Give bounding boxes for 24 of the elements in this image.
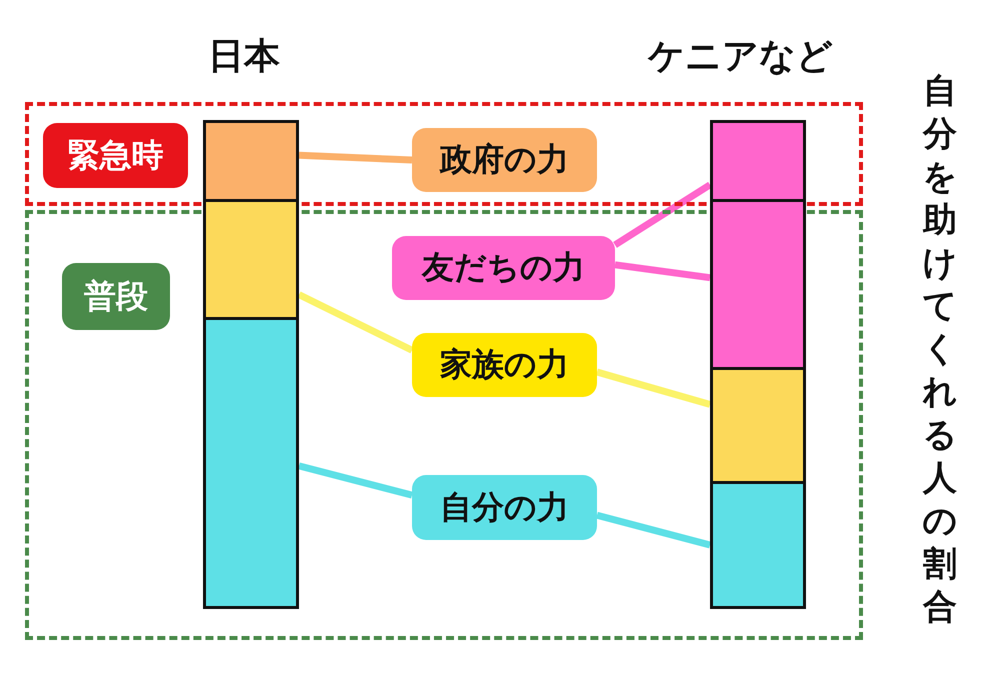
emergency-label: 緊急時: [43, 123, 188, 188]
bar-segment: [710, 199, 806, 370]
bar-segment: [203, 199, 299, 320]
self-label: 自分の力: [412, 475, 597, 540]
connector-line: [614, 261, 710, 282]
vertical-caption: 自分を助けてくれる人の割合: [922, 70, 958, 629]
connector-line: [596, 512, 711, 548]
connector-line: [298, 152, 412, 164]
bar-segment: [203, 120, 299, 202]
column-heading: ケニアなど: [648, 35, 833, 79]
emergency-region: [25, 102, 863, 206]
friends-label: 友だちの力: [392, 236, 615, 300]
bar-segment: [710, 367, 806, 484]
column-heading: 日本: [208, 35, 280, 79]
connector-line: [297, 291, 414, 354]
connector-line: [596, 368, 711, 408]
normal-label: 普段: [62, 263, 170, 330]
family-label: 家族の力: [412, 333, 597, 397]
connector-line: [298, 462, 413, 499]
bar-segment: [710, 481, 806, 609]
bar-segment: [710, 120, 806, 202]
bar-segment: [203, 317, 299, 609]
connector-line: [613, 182, 712, 248]
government-label: 政府の力: [412, 128, 597, 192]
